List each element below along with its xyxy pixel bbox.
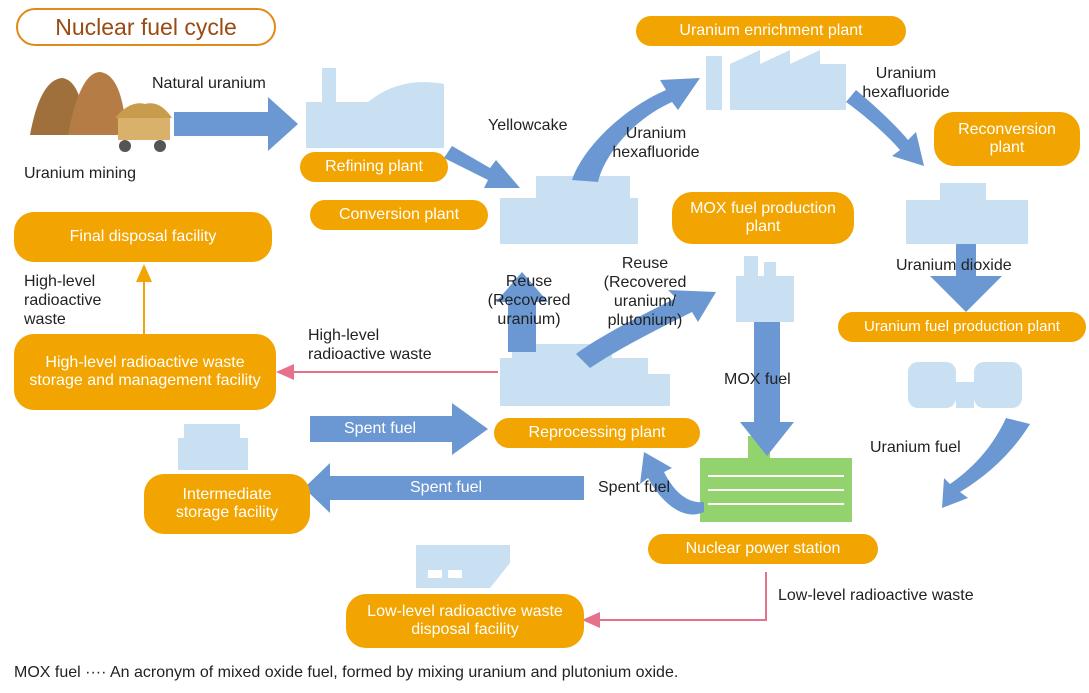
node-uranium-fuel-production-plant: Uranium fuel production plant — [838, 312, 1086, 342]
conversion-plant-icon — [500, 176, 638, 244]
arrow-power-to-storage — [304, 463, 584, 513]
arrow-llw — [582, 572, 767, 628]
flow-uranium-hexafluoride-2: Uranium hexafluoride — [862, 65, 950, 101]
node-hlw-storage-facility: High-level radioactive waste storage and… — [14, 334, 276, 410]
flow-spent-fuel-1: Spent fuel — [344, 420, 417, 437]
llw-disposal-icon — [416, 545, 510, 588]
page-title: Nuclear fuel cycle — [16, 8, 276, 46]
arrow-reconversion-to-fuel — [930, 244, 1002, 312]
reconversion-plant-icon — [906, 183, 1028, 244]
enrichment-plant-icon — [706, 50, 846, 110]
node-refining-plant: Refining plant — [300, 152, 448, 182]
storage-icon — [178, 424, 248, 470]
node-intermediate-storage-facility: Intermediate storage facility — [144, 474, 310, 534]
flow-reuse-uranium: Reuse (Recovered uranium) — [487, 273, 571, 328]
arrow-conversion-to-enrichment — [572, 78, 700, 182]
reprocessing-plant-icon — [500, 344, 670, 406]
flow-uranium-hexafluoride-1: Uranium hexafluoride — [612, 125, 700, 161]
flow-spent-fuel-3: Spent fuel — [598, 479, 671, 496]
mox-plant-icon — [736, 256, 794, 322]
arrow-power-to-reprocessing — [640, 452, 704, 515]
node-final-disposal-facility: Final disposal facility — [14, 212, 272, 262]
arrow-fuel-to-power — [942, 418, 1030, 508]
node-uranium-enrichment-plant: Uranium enrichment plant — [636, 16, 906, 46]
node-reprocessing-plant: Reprocessing plant — [494, 418, 700, 448]
flow-uranium-dioxide: Uranium dioxide — [896, 257, 1012, 274]
arrow-yellowcake — [444, 146, 520, 188]
flow-spent-fuel-2: Spent fuel — [410, 479, 483, 496]
arrow-spent-to-reprocessing — [310, 403, 488, 455]
flow-arrows — [174, 78, 1030, 515]
arrow-mox-fuel — [740, 322, 794, 456]
node-mox-fuel-production-plant: MOX fuel production plant — [672, 192, 854, 244]
flow-hlw-to-final: High-level radioactive waste — [24, 273, 102, 328]
refining-plant-icon — [306, 68, 444, 148]
arrow-reuse-uranium — [496, 272, 548, 352]
flow-reuse-uranium-plutonium: Reuse (Recovered uranium/ plutonium) — [603, 255, 687, 329]
node-llw-disposal-facility: Low-level radioactive waste disposal fac… — [346, 594, 584, 648]
flow-mox-fuel: MOX fuel — [724, 371, 791, 388]
node-nuclear-power-station: Nuclear power station — [648, 534, 878, 564]
flow-uranium-fuel: Uranium fuel — [870, 439, 961, 456]
uranium-fuel-plant-icon — [908, 362, 1022, 408]
arrow-enrichment-to-reconversion — [846, 90, 924, 166]
node-conversion-plant: Conversion plant — [310, 200, 488, 230]
flow-yellowcake: Yellowcake — [488, 117, 568, 134]
footnote: MOX fuel ···· An acronym of mixed oxide … — [14, 664, 679, 681]
node-uranium-mining: Uranium mining — [24, 165, 137, 182]
node-reconversion-plant: Reconversion plant — [934, 112, 1080, 166]
flow-natural-uranium: Natural uranium — [152, 75, 266, 92]
power-station-icon — [700, 436, 852, 522]
flow-llw: Low-level radioactive waste — [778, 587, 974, 604]
uranium-mine-icon — [30, 72, 172, 152]
arrow-reuse-mox — [576, 290, 716, 368]
arrow-natural-uranium — [174, 97, 298, 151]
flow-hlw-to-storage: High-level radioactive waste — [308, 327, 432, 363]
